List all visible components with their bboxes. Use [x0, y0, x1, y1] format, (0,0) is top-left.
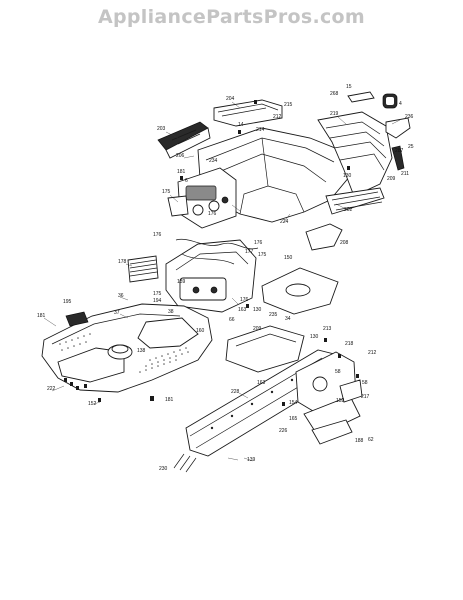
part-callout-212: 212: [273, 114, 282, 120]
part-callout-181: 181: [37, 313, 46, 319]
part-callout-38: 38: [168, 309, 174, 315]
part-callout-202: 202: [344, 207, 353, 213]
part-callout-62: 62: [368, 437, 374, 443]
part-callout-130: 130: [310, 334, 319, 340]
fender-deck: [41, 303, 213, 393]
part-callout-150: 150: [284, 255, 293, 261]
wiring-harness-2: [181, 253, 235, 265]
part-callout-130: 130: [253, 307, 262, 313]
hardware-bolts: [64, 100, 359, 406]
firewall: [165, 239, 257, 313]
part-callout-287: 287: [395, 148, 404, 154]
mounting-plate: [225, 325, 305, 373]
part-callout-203: 203: [157, 126, 166, 132]
part-callout-154: 154: [289, 400, 298, 406]
part-callout-181: 181: [165, 397, 174, 403]
hood-skirt: [305, 223, 343, 251]
part-callout-34: 34: [285, 316, 291, 322]
frame-holes: [210, 378, 294, 430]
part-callout-217: 217: [361, 394, 370, 400]
part-callout-176: 176: [240, 297, 249, 303]
part-callout-58: 58: [362, 380, 368, 386]
part-callout-163: 163: [238, 307, 247, 313]
front-grille: [325, 187, 385, 215]
part-callout-25: 25: [408, 144, 414, 150]
part-callout-204: 204: [226, 96, 235, 102]
part-callout-226: 226: [279, 428, 288, 434]
dash-bracket: [167, 195, 189, 217]
part-callout-176: 176: [208, 211, 217, 217]
part-callout-178: 178: [118, 259, 127, 265]
hood-side-panel: [317, 111, 393, 197]
part-callout-165: 165: [289, 416, 298, 422]
watermark-logo: AppliancePartsPros.com: [97, 6, 365, 28]
air-grille: [127, 255, 159, 283]
part-callout-130: 130: [343, 173, 352, 179]
part-callout-163: 163: [257, 380, 266, 386]
part-callout-211: 211: [401, 171, 409, 177]
leader-lines: [43, 101, 401, 462]
part-callout-212: 212: [368, 350, 377, 356]
part-callout-175: 175: [153, 291, 162, 297]
part-callout-236: 236: [405, 114, 414, 120]
part-callout-214: 214: [256, 127, 265, 133]
part-callout-209: 209: [253, 326, 262, 332]
mounting-bolts: [173, 453, 197, 473]
bolt-139: [227, 457, 239, 461]
part-callout-219: 219: [330, 111, 339, 117]
headlight-bracket: [157, 121, 211, 159]
part-callout-188: 188: [355, 438, 364, 444]
part-callout-189: 189: [177, 279, 186, 285]
hood-top: [213, 99, 283, 127]
part-callout-222: 222: [47, 386, 56, 392]
part-callout-230: 230: [159, 466, 168, 472]
main-frame: [185, 349, 361, 457]
part-callout-209: 209: [387, 176, 396, 182]
fender-perforations: [59, 333, 189, 373]
part-callout-234: 234: [209, 158, 218, 164]
rear-plate: [339, 379, 363, 403]
part-callout-14: 14: [238, 122, 244, 128]
part-callout-175: 175: [258, 252, 267, 258]
latch: [391, 145, 405, 171]
part-callout-208: 208: [340, 240, 349, 246]
bumper-bracket: [385, 117, 411, 139]
hood-clip: [347, 91, 375, 103]
part-callout-139: 139: [247, 457, 256, 463]
part-callout-176: 176: [153, 232, 162, 238]
part-callout-218: 218: [345, 341, 354, 347]
part-callout-138: 138: [137, 348, 146, 354]
part-callout-194: 194: [153, 298, 162, 304]
part-callout-15: 15: [346, 84, 352, 90]
part-callout-36: 36: [118, 293, 124, 299]
part-callout-268: 268: [330, 91, 339, 97]
part-callout-37: 37: [114, 310, 120, 316]
rear-bracket: [311, 419, 353, 445]
seat-mount: [65, 311, 89, 327]
part-callout-152: 152: [336, 398, 345, 404]
dash-panel: [177, 167, 237, 229]
part-callout-215: 215: [284, 102, 293, 108]
part-callout-181: 181: [177, 169, 186, 175]
part-callout-176: 176: [254, 240, 263, 246]
wiring-harness: [175, 238, 259, 250]
part-callout-177: 177: [245, 249, 254, 255]
part-callout-224: 224: [280, 219, 289, 225]
part-callout-228: 228: [231, 389, 240, 395]
part-callout-152: 152: [88, 401, 97, 407]
part-callout-160: 160: [196, 328, 205, 334]
part-callout-175: 175: [162, 189, 171, 195]
part-callout-195: 195: [63, 299, 72, 305]
part-callout-66: 66: [229, 317, 235, 323]
part-callout-213: 213: [323, 326, 332, 332]
part-callout-58: 58: [335, 369, 341, 375]
part-callout-6: 6: [185, 178, 188, 184]
part-callout-235: 235: [269, 312, 278, 318]
tank-support: [261, 267, 339, 315]
part-callout-4: 4: [399, 101, 402, 107]
part-callout-206: 206: [176, 153, 185, 159]
emblem: [382, 93, 398, 109]
